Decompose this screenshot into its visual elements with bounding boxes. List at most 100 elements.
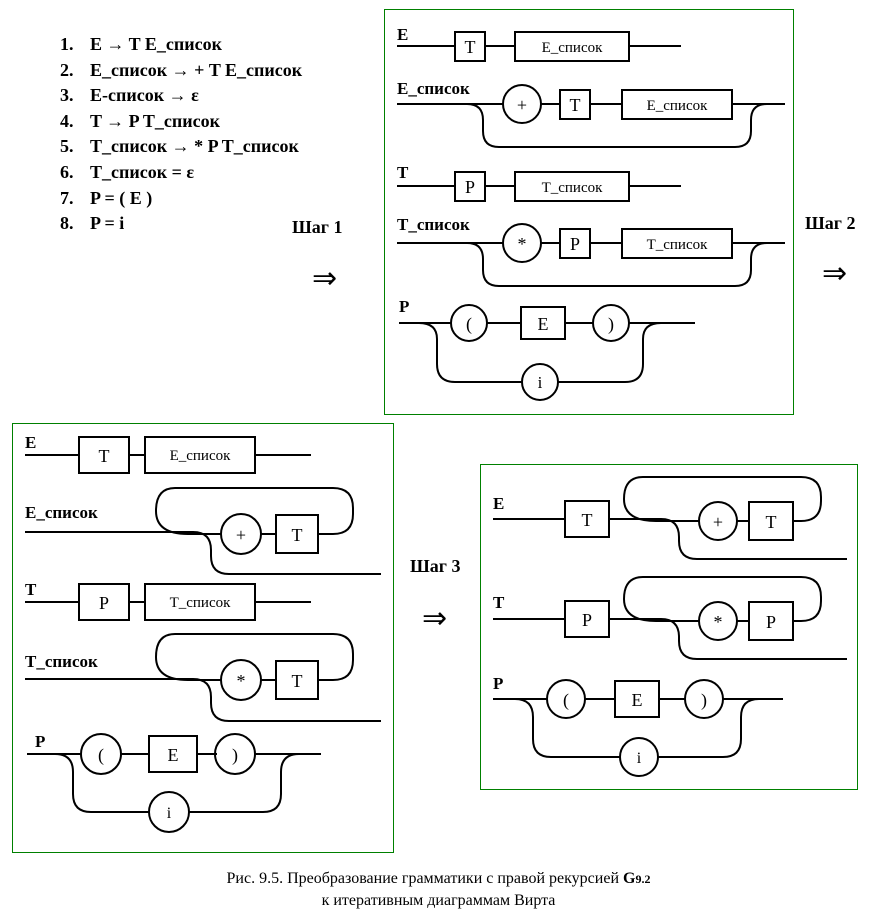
nonterminal-box: [559, 228, 591, 259]
nonterminal-label: T: [766, 512, 777, 532]
diagram-T: T P * P: [493, 576, 847, 660]
terminal-circle: [502, 84, 542, 124]
rule-text: T_список → * P T_список: [90, 136, 299, 157]
nonterminal-label: T_список: [170, 595, 232, 611]
diagram-panel-step2: E T E_список E_список + T T P T_список T…: [12, 423, 394, 853]
transform-arrow-1: ⇒: [312, 261, 338, 296]
nonterminal-label: P: [465, 177, 475, 197]
rule-3: 3. E-список → ε: [60, 83, 302, 109]
terminal-circle: [698, 601, 738, 641]
diagram-panel-step3: E T + T T P * P P ( E ) i: [480, 464, 858, 790]
nonterminal-box: [748, 601, 794, 641]
diagram-panel-step1: E T E_список E_список + T E_список T P T…: [384, 9, 794, 415]
terminal-circle: [592, 304, 630, 342]
diagram-T: T P T_список: [397, 163, 681, 202]
terminal-label: i: [167, 805, 172, 822]
nonterminal-box: [454, 31, 486, 62]
rule-name-label: E_список: [25, 503, 98, 522]
terminal-circle: [80, 733, 122, 775]
nonterminal-box: [564, 600, 610, 638]
terminal-label: ): [701, 690, 707, 711]
rule-number: 6.: [60, 161, 74, 182]
nonterminal-box: [454, 171, 486, 202]
rule-number: 7.: [60, 187, 74, 208]
nonterminal-label: T: [582, 510, 593, 530]
rule-8: 8.P = i: [60, 211, 302, 237]
nonterminal-label: E: [168, 745, 179, 765]
nonterminal-box: [148, 735, 198, 773]
diagram-P: P ( E ) i: [399, 297, 695, 401]
nonterminal-label: E_список: [170, 448, 232, 464]
caption-line-1: Рис. 9.5. Преобразование грамматики с пр…: [0, 868, 877, 890]
terminal-circle: [546, 679, 586, 719]
diagram-T-list: T_список * P T_список: [397, 215, 785, 287]
diagram-T: T P T_список: [25, 580, 311, 621]
nonterminal-box: [514, 31, 630, 62]
rule-number: 8.: [60, 213, 74, 234]
rule-text: P = ( E ): [90, 187, 153, 208]
step-1-label: Шаг 1: [292, 217, 343, 237]
nonterminal-box: [520, 306, 566, 340]
nonterminal-label: P: [99, 593, 109, 613]
terminal-label: i: [538, 373, 543, 392]
figure-caption: Рис. 9.5. Преобразование грамматики с пр…: [0, 868, 877, 911]
diagram-T-list: T_список * T: [25, 633, 381, 722]
rule-4: 4. T → P T_список: [60, 109, 302, 135]
terminal-circle: [220, 513, 262, 555]
nonterminal-label: T: [570, 95, 581, 115]
terminal-label: *: [518, 234, 527, 254]
grammar-subscript: 9.2: [635, 872, 651, 886]
grammar-name: G: [623, 870, 636, 887]
rule-number: 4.: [60, 110, 74, 131]
nonterminal-box: [275, 660, 319, 700]
transform-arrow-2: ⇒: [822, 256, 848, 291]
step-3-label: Шаг 3: [410, 556, 461, 576]
terminal-label: *: [714, 612, 723, 632]
nonterminal-label: P: [570, 234, 580, 254]
terminal-label: +: [517, 95, 527, 115]
rule-name-label: T_список: [25, 652, 98, 671]
caption-line-2: к итеративным диаграммам Вирта: [321, 892, 556, 909]
rule-name-label: E: [25, 433, 36, 452]
terminal-label: i: [637, 750, 642, 767]
nonterminal-box: [564, 500, 610, 538]
transform-arrow-3: ⇒: [422, 601, 448, 636]
diagram-E-list: E_список + T: [25, 487, 381, 575]
terminal-circle: [619, 737, 659, 777]
nonterminal-label: E: [632, 690, 643, 710]
rule-text: T → P T_список: [90, 110, 220, 131]
rule-name-label: P: [493, 674, 503, 693]
rule-name-label: E: [493, 494, 504, 513]
rule-number: 1.: [60, 34, 74, 54]
terminal-circle: [521, 363, 559, 401]
terminal-circle: [698, 501, 738, 541]
rule-text: E-список → ε: [90, 85, 199, 106]
diagram-E: E T E_список: [25, 433, 311, 474]
rule-number: 5.: [60, 136, 74, 157]
rule-1: 1.E → T E_список: [60, 32, 302, 58]
nonterminal-label: P: [582, 610, 592, 630]
rule-name-label: T: [25, 580, 37, 599]
rule-number: 3.: [60, 85, 74, 106]
terminal-circle: [220, 659, 262, 701]
diagram-E: E T E_список: [397, 25, 681, 62]
diagram-E: E T + T: [493, 476, 847, 560]
rule-5: 5. T_список → * P T_список: [60, 134, 302, 160]
rule-7: 7. P = ( E ): [60, 186, 302, 212]
rule-name-label: T: [397, 163, 409, 182]
nonterminal-label: E_список: [542, 40, 604, 56]
rule-name-label: P: [35, 732, 45, 751]
rule-2: 2.E_список → + T E_список: [60, 58, 302, 84]
rule-text: E_список → + T E_список: [90, 59, 303, 80]
nonterminal-box: [144, 583, 256, 621]
terminal-circle: [502, 223, 542, 263]
terminal-circle: [214, 733, 256, 775]
rule-name-label: T_список: [397, 215, 470, 234]
terminal-circle: [684, 679, 724, 719]
terminal-label: *: [237, 671, 246, 691]
rule-name-label: E: [397, 25, 408, 44]
step-2-label: Шаг 2: [805, 213, 856, 233]
nonterminal-label: T: [292, 671, 303, 691]
diagram-E-list: E_список + T E_список: [397, 79, 785, 148]
terminal-label: (: [563, 690, 569, 711]
